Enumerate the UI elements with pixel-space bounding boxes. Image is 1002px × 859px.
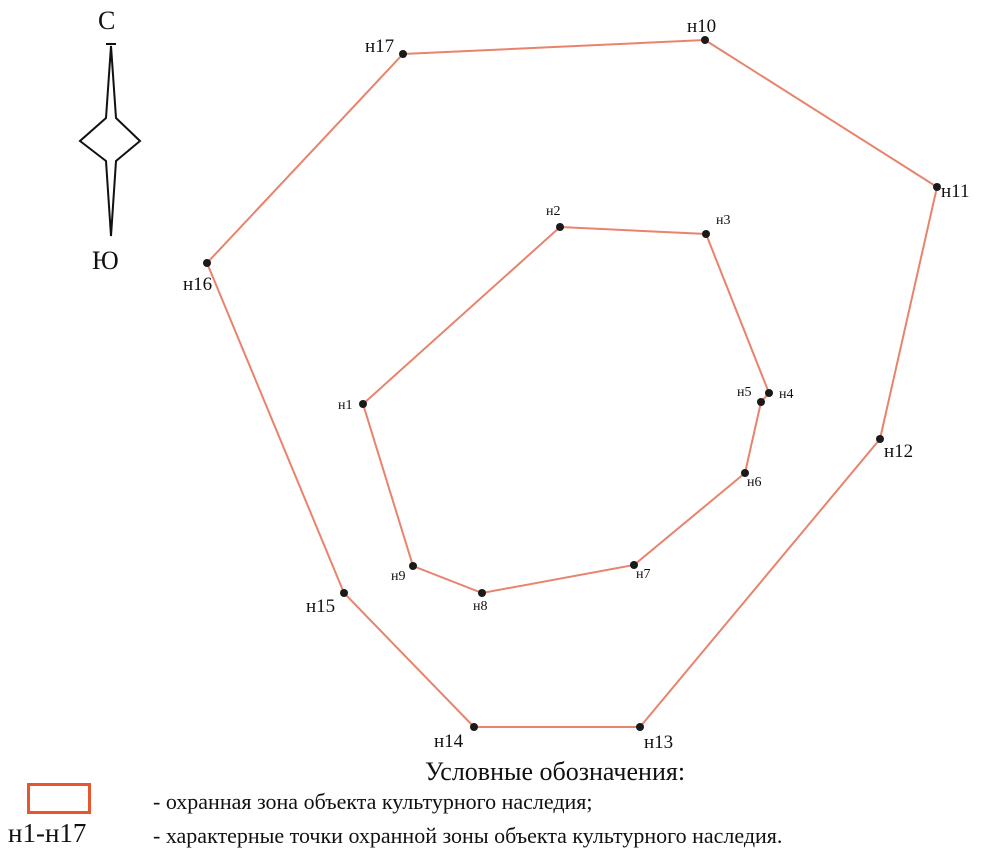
point-marker-н3 — [702, 230, 710, 238]
outer-zone-boundary — [205, 38, 939, 728]
point-label-н17: н17 — [365, 36, 394, 57]
point-label-н7: н7 — [636, 567, 651, 582]
point-label-н13: н13 — [644, 732, 673, 753]
point-label-н2: н2 — [546, 204, 561, 219]
point-marker-н11 — [933, 183, 941, 191]
compass-south-label: Ю — [92, 246, 119, 275]
point-label-н3: н3 — [716, 213, 731, 228]
point-marker-н6 — [741, 469, 749, 477]
inner-zone-boundary — [361, 225, 771, 595]
point-label-н8: н8 — [473, 599, 488, 614]
point-marker-н10 — [701, 36, 709, 44]
point-marker-н8 — [478, 589, 486, 597]
zones-layer: н1 н2 н3 н4 н5 н6 н7 н8 н9 н10 н11 н12 н13 н14 н15 н16 н… — [183, 16, 969, 753]
point-marker-н1 — [359, 400, 367, 408]
point-label-н6: н6 — [747, 475, 762, 490]
point-marker-н7 — [630, 561, 638, 569]
point-label-н4: н4 — [779, 387, 794, 402]
point-marker-н5 — [757, 398, 765, 406]
legend-points-marker: н1-н17 — [8, 818, 87, 848]
point-marker-н9 — [409, 562, 417, 570]
point-marker-н2 — [556, 223, 564, 231]
point-marker-н4 — [765, 389, 773, 397]
point-label-н14: н14 — [434, 731, 464, 752]
point-label-н1: н1 — [338, 398, 353, 413]
point-marker-н12 — [876, 435, 884, 443]
point-label-н5: н5 — [737, 385, 752, 400]
point-label-н10: н10 — [687, 16, 716, 37]
point-label-н15: н15 — [306, 596, 335, 617]
point-marker-н17 — [399, 50, 407, 58]
point-marker-н14 — [470, 723, 478, 731]
legend-points-text: - характерные точки охранной зоны объект… — [153, 823, 783, 848]
point-marker-н16 — [203, 259, 211, 267]
compass-arrow-icon — [78, 43, 142, 237]
compass-north-label: С — [98, 6, 116, 35]
point-label-н16: н16 — [183, 274, 212, 295]
legend-zone-swatch — [27, 783, 91, 814]
legend-zone-text: - охранная зона объекта культурного насл… — [153, 789, 593, 814]
point-label-н11: н11 — [941, 181, 969, 202]
legend-title: Условные обозначения: — [425, 757, 686, 786]
point-label-н9: н9 — [391, 569, 406, 584]
point-label-н12: н12 — [884, 441, 913, 462]
point-marker-н15 — [340, 589, 348, 597]
point-marker-н13 — [636, 723, 644, 731]
